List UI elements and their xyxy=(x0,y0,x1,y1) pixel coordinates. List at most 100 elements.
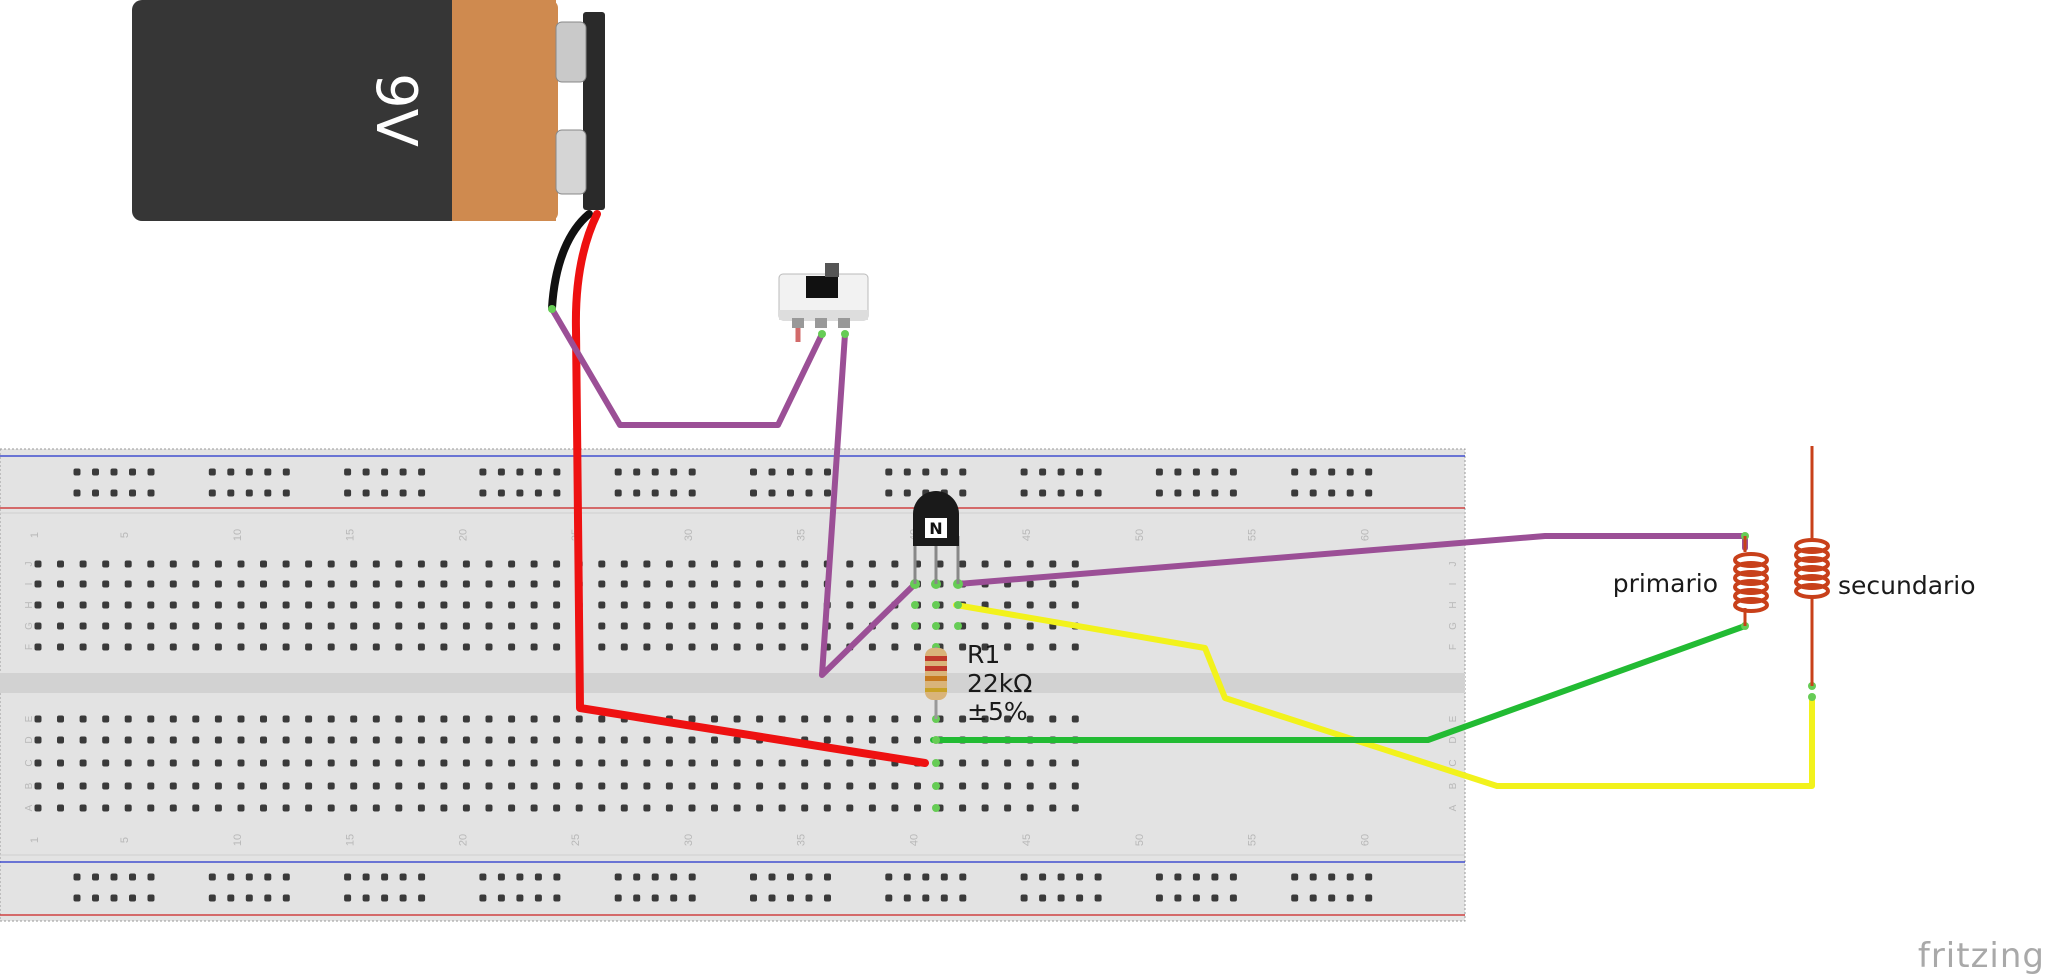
breadboard-hole[interactable] xyxy=(124,643,132,651)
breadboard-hole[interactable] xyxy=(750,489,757,497)
breadboard-hole[interactable] xyxy=(670,873,678,881)
breadboard-hole[interactable] xyxy=(372,715,380,723)
breadboard-hole[interactable] xyxy=(824,873,831,881)
breadboard-hole[interactable] xyxy=(282,643,290,651)
breadboard-hole[interactable] xyxy=(940,468,948,476)
breadboard-hole[interactable] xyxy=(440,601,448,609)
breadboard-hole[interactable] xyxy=(399,894,407,902)
breadboard-hole[interactable] xyxy=(1076,873,1084,881)
breadboard-hole[interactable] xyxy=(485,643,493,651)
breadboard-hole[interactable] xyxy=(1026,782,1034,790)
breadboard-hole[interactable] xyxy=(598,560,606,568)
breadboard-hole[interactable] xyxy=(768,489,776,497)
breadboard-hole[interactable] xyxy=(891,804,899,812)
breadboard-hole[interactable] xyxy=(417,782,425,790)
breadboard-hole[interactable] xyxy=(756,560,764,568)
breadboard-hole[interactable] xyxy=(1071,560,1079,568)
breadboard-hole[interactable] xyxy=(327,601,335,609)
breadboard-hole[interactable] xyxy=(733,804,741,812)
breadboard-hole[interactable] xyxy=(1071,782,1079,790)
breadboard-hole[interactable] xyxy=(479,468,487,476)
breadboard-hole[interactable] xyxy=(57,560,64,568)
breadboard-hole[interactable] xyxy=(801,782,809,790)
breadboard-hole[interactable] xyxy=(1049,715,1057,723)
breadboard-hole[interactable] xyxy=(614,873,622,881)
breadboard-hole[interactable] xyxy=(1026,715,1034,723)
breadboard-hole[interactable] xyxy=(688,715,696,723)
breadboard-hole[interactable] xyxy=(1026,759,1034,767)
breadboard-hole[interactable] xyxy=(214,804,222,812)
breadboard-hole[interactable] xyxy=(147,560,155,568)
breadboard-hole[interactable] xyxy=(508,601,516,609)
breadboard-hole[interactable] xyxy=(344,894,352,902)
breadboard-hole[interactable] xyxy=(1346,468,1354,476)
breadboard-hole[interactable] xyxy=(530,560,538,568)
breadboard-hole[interactable] xyxy=(711,782,718,790)
breadboard-hole[interactable] xyxy=(440,643,448,651)
breadboard-hole[interactable] xyxy=(497,873,505,881)
breadboard-hole[interactable] xyxy=(959,804,967,812)
breadboard-hole[interactable] xyxy=(598,759,606,767)
breadboard-hole[interactable] xyxy=(264,894,272,902)
breadboard-hole[interactable] xyxy=(922,894,930,902)
breadboard-hole[interactable] xyxy=(688,560,696,568)
breadboard-hole[interactable] xyxy=(575,736,583,744)
breadboard-hole[interactable] xyxy=(711,601,718,609)
breadboard-hole[interactable] xyxy=(260,560,267,568)
breadboard-hole[interactable] xyxy=(530,804,538,812)
coil-secondary[interactable]: secundario xyxy=(1794,446,1976,686)
breadboard-hole[interactable] xyxy=(344,489,352,497)
breadboard-hole[interactable] xyxy=(868,715,876,723)
breadboard-hole[interactable] xyxy=(237,643,245,651)
breadboard-hole[interactable] xyxy=(665,804,673,812)
breadboard-hole[interactable] xyxy=(711,759,718,767)
wire-purple-base[interactable] xyxy=(819,331,918,678)
breadboard-hole[interactable] xyxy=(516,873,524,881)
breadboard-hole[interactable] xyxy=(768,873,776,881)
breadboard-hole[interactable] xyxy=(530,601,538,609)
wire-red[interactable] xyxy=(571,210,929,767)
breadboard-hole[interactable] xyxy=(651,468,659,476)
breadboard-hole[interactable] xyxy=(73,489,81,497)
breadboard-hole[interactable] xyxy=(350,715,358,723)
breadboard-hole[interactable] xyxy=(282,715,290,723)
breadboard-hole[interactable] xyxy=(688,894,696,902)
breadboard-hole[interactable] xyxy=(372,782,380,790)
breadboard-hole[interactable] xyxy=(282,782,290,790)
breadboard-hole[interactable] xyxy=(620,782,628,790)
breadboard-hole[interactable] xyxy=(192,622,200,630)
breadboard-hole[interactable] xyxy=(688,804,696,812)
breadboard-hole[interactable] xyxy=(1155,489,1163,497)
breadboard-hole[interactable] xyxy=(824,489,831,497)
breadboard-hole[interactable] xyxy=(462,782,470,790)
breadboard-hole[interactable] xyxy=(417,580,425,588)
breadboard-hole[interactable] xyxy=(756,782,764,790)
breadboard-hole[interactable] xyxy=(110,873,118,881)
battery-9v[interactable]: 9V xyxy=(132,0,605,221)
breadboard-hole[interactable] xyxy=(553,643,561,651)
breadboard-hole[interactable] xyxy=(237,580,245,588)
breadboard-hole[interactable] xyxy=(440,580,448,588)
breadboard-hole[interactable] xyxy=(129,894,136,902)
breadboard-hole[interactable] xyxy=(417,622,425,630)
breadboard-hole[interactable] xyxy=(824,468,831,476)
breadboard-hole[interactable] xyxy=(362,873,370,881)
breadboard-hole[interactable] xyxy=(846,804,854,812)
breadboard-hole[interactable] xyxy=(169,759,177,767)
breadboard-hole[interactable] xyxy=(1192,489,1200,497)
breadboard-hole[interactable] xyxy=(440,782,448,790)
breadboard-hole[interactable] xyxy=(418,489,426,497)
breadboard-hole[interactable] xyxy=(362,894,370,902)
breadboard-hole[interactable] xyxy=(846,782,854,790)
breadboard-hole[interactable] xyxy=(891,736,899,744)
breadboard-hole[interactable] xyxy=(305,580,313,588)
breadboard-hole[interactable] xyxy=(79,759,87,767)
breadboard-hole[interactable] xyxy=(508,804,516,812)
breadboard-hole[interactable] xyxy=(57,782,64,790)
breadboard-hole[interactable] xyxy=(508,643,516,651)
breadboard-hole[interactable] xyxy=(1004,715,1012,723)
breadboard-hole[interactable] xyxy=(643,804,651,812)
breadboard-hole[interactable] xyxy=(73,468,81,476)
breadboard-hole[interactable] xyxy=(756,643,764,651)
breadboard-hole[interactable] xyxy=(981,715,989,723)
